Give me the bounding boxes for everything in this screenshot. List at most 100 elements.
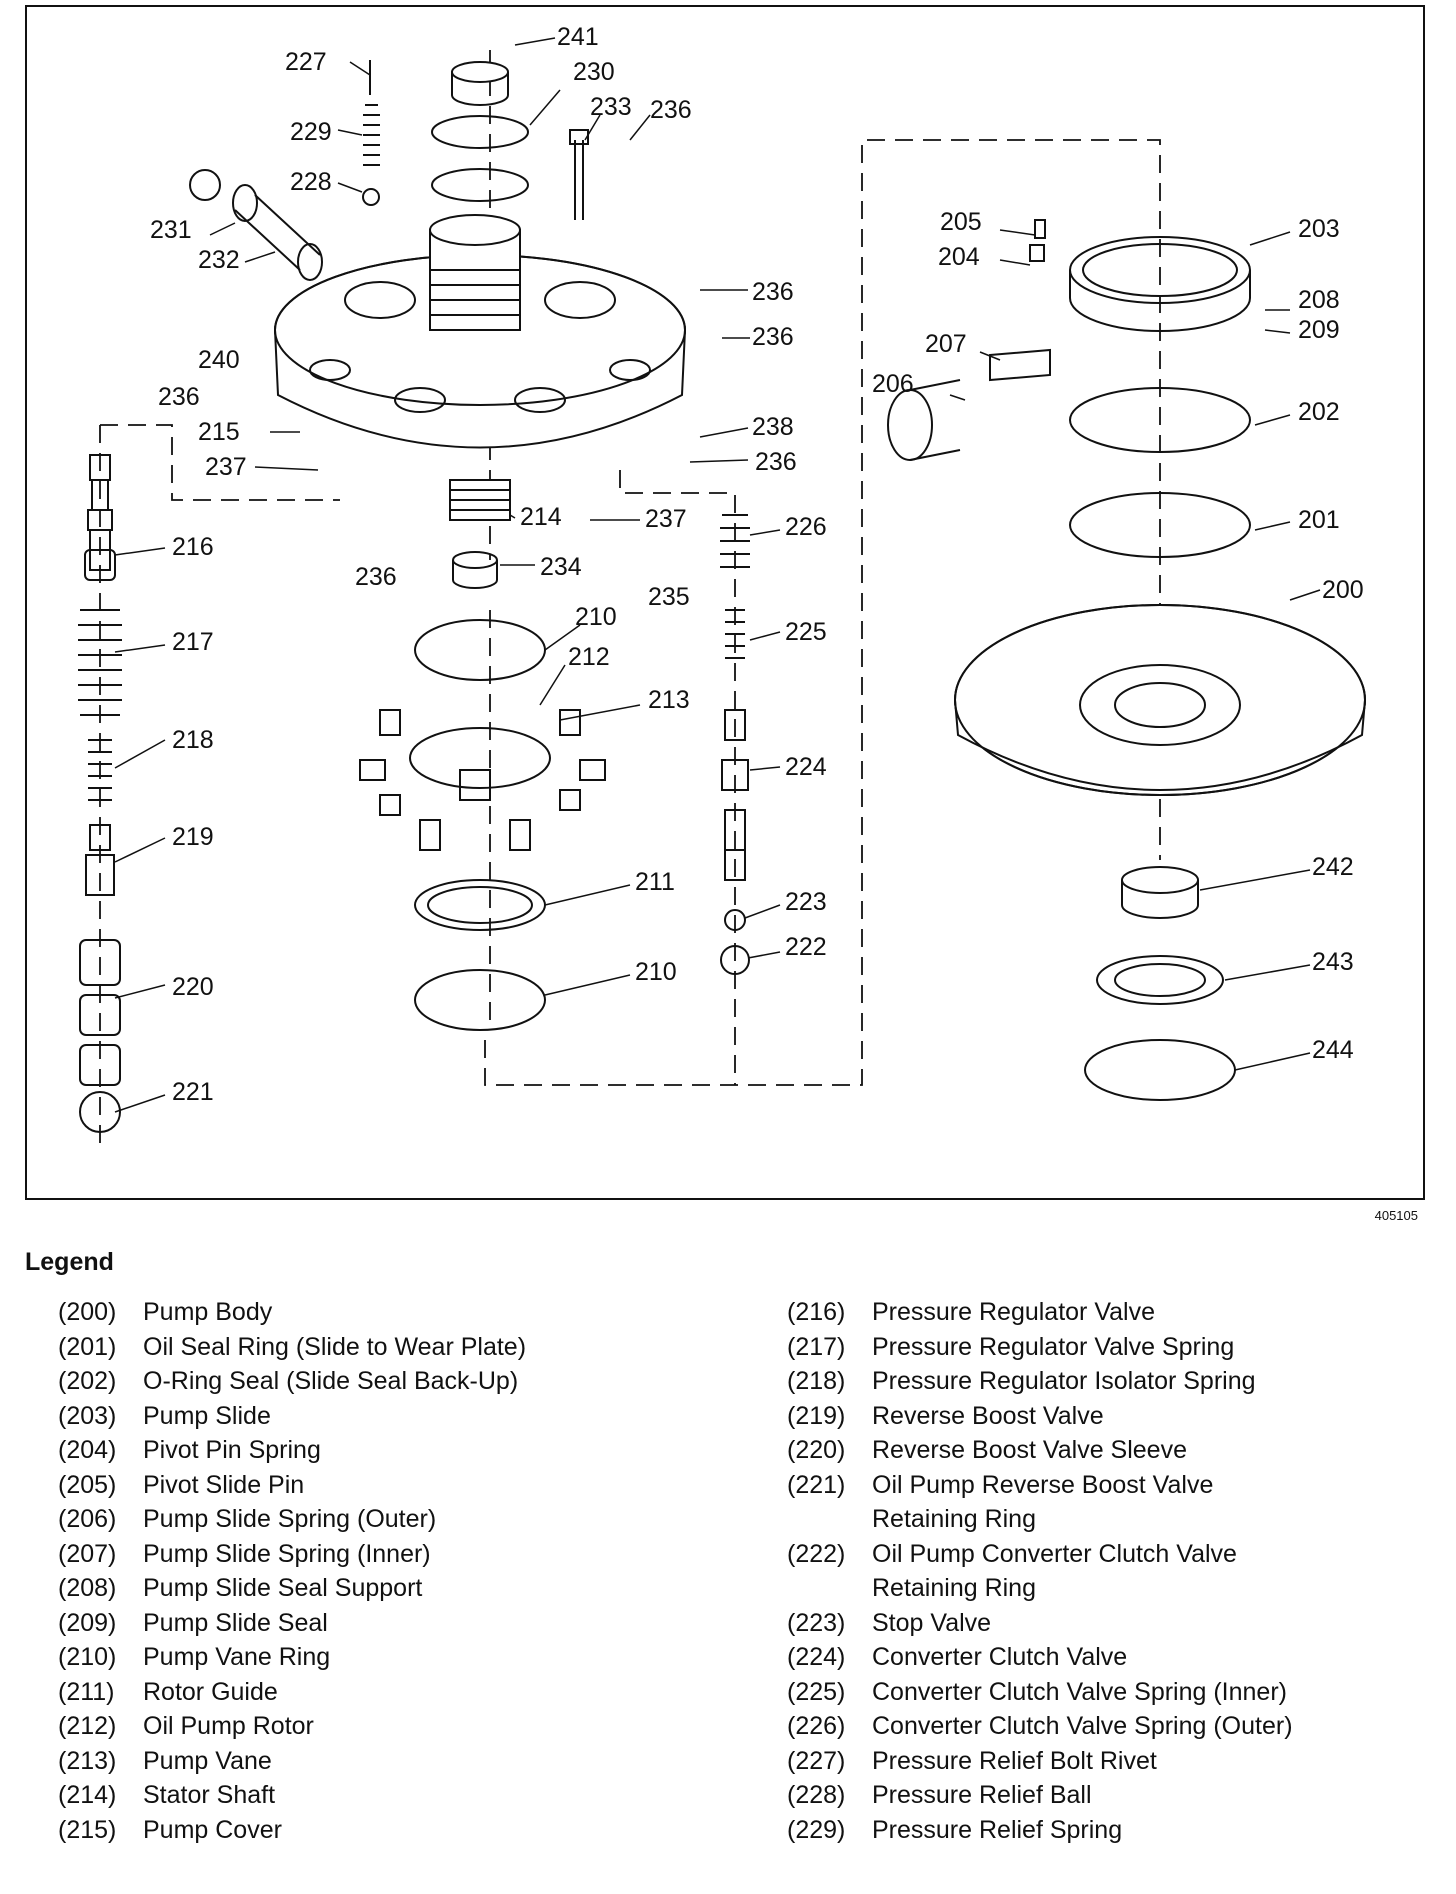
legend-num: (222) — [787, 1539, 846, 1568]
legend-text-line: Oil Pump Reverse Boost Valve — [872, 1470, 1214, 1499]
legend-text: Pressure Relief Bolt Rivet — [872, 1746, 1157, 1775]
callout-210: 210 — [575, 603, 617, 631]
legend-item: (208)Pump Slide Seal Support — [58, 1571, 748, 1606]
legend-text: Pump Vane Ring — [143, 1643, 331, 1671]
callout-217: 217 — [172, 628, 214, 656]
callout-226: 226 — [785, 513, 827, 541]
callout-201: 201 — [1298, 506, 1340, 534]
legend-num: (223) — [787, 1608, 846, 1637]
callout-200: 200 — [1322, 576, 1364, 604]
legend-num: (208) — [58, 1574, 117, 1602]
legend-text: Pump Slide — [143, 1401, 271, 1430]
callout-242: 242 — [1312, 853, 1354, 881]
legend-item: (224)Converter Clutch Valve — [787, 1640, 1427, 1675]
legend-num: (218) — [787, 1367, 846, 1395]
callout-236: 236 — [752, 278, 794, 306]
legend-item: (204) Pivot Pin Spring — [58, 1433, 748, 1468]
legend-text: Pressure Regulator Valve — [872, 1298, 1156, 1326]
legend-item: (214)Stator Shaft — [58, 1778, 748, 1813]
legend-num: (205) — [58, 1470, 117, 1499]
pump-slide-203 — [887, 219, 1251, 461]
legend-text: Stop Valve — [872, 1608, 992, 1637]
legend-num: (217) — [787, 1332, 846, 1361]
legend-text: Stator Shaft — [143, 1781, 276, 1809]
callout-209: 209 — [1298, 316, 1340, 344]
callout-241: 241 — [557, 23, 599, 51]
callout-238: 238 — [752, 413, 794, 441]
leader-lines — [114, 37, 1321, 1113]
legend-text-line: Oil Pump Converter Clutch Valve — [872, 1539, 1237, 1568]
legend-text: Pivot Pin Spring — [143, 1436, 321, 1464]
callout-234: 234 — [540, 553, 582, 581]
callout-221: 221 — [172, 1078, 214, 1106]
legend-num: (207) — [58, 1539, 117, 1568]
legend-right-column: (216) Pressure Regulator Valve (217) Press… — [787, 1295, 1427, 1847]
callout-208: 208 — [1298, 286, 1340, 314]
callout-227: 227 — [285, 48, 327, 76]
legend-item: (227) Pressure Relief Bolt Rivet — [787, 1744, 1427, 1779]
legend-item: (226)Converter Clutch Valve Spring (Oute… — [787, 1709, 1427, 1744]
legend-text: Reverse Boost Valve — [872, 1401, 1104, 1430]
callout-218: 218 — [172, 726, 214, 754]
callout-236: 236 — [355, 563, 397, 591]
legend-text: Pump Vane — [143, 1746, 272, 1775]
legend-text: Converter Clutch Valve Spring (Inner) — [872, 1677, 1287, 1706]
callout-204: 204 — [938, 243, 980, 271]
legend-title: Legend — [25, 1248, 114, 1276]
legend-text: Pump Cover — [143, 1815, 282, 1844]
bottom-right-parts — [1084, 866, 1236, 1101]
legend-left-column: (200)Pump Body (201)Oil Seal Ring (Slide… — [58, 1295, 748, 1847]
callout-210: 210 — [635, 958, 677, 986]
callout-212: 212 — [568, 643, 610, 671]
legend-item: (210) Pump Vane Ring — [58, 1640, 748, 1675]
legend-num: (227) — [787, 1746, 846, 1775]
legend-num: (201) — [58, 1332, 117, 1361]
callout-233: 233 — [590, 93, 632, 121]
legend-num: (213) — [58, 1746, 117, 1775]
legend-item: (218)Pressure Regulator Isolator Spring — [787, 1364, 1427, 1399]
oil-seal-ring-201 — [1069, 492, 1251, 558]
callout-219: 219 — [172, 823, 214, 851]
legend-num: (204) — [58, 1436, 117, 1464]
callout-202: 202 — [1298, 398, 1340, 426]
legend-num: (224) — [787, 1643, 846, 1671]
legend-num: (225) — [787, 1677, 846, 1706]
callout-240: 240 — [198, 346, 240, 374]
legend-num: (216) — [787, 1298, 846, 1326]
top-parts — [189, 60, 589, 281]
callout-237: 237 — [205, 453, 247, 481]
callout-207: 207 — [925, 330, 967, 358]
legend-item: (225) Converter Clutch Valve Spring (Inne… — [787, 1675, 1427, 1710]
callout-222: 222 — [785, 933, 827, 961]
legend-num: (215) — [58, 1815, 117, 1844]
legend-text: Converter Clutch Valve Spring (Outer) — [872, 1712, 1293, 1740]
legend-text: Pressure Relief Spring — [872, 1815, 1123, 1844]
legend-text: Oil Pump Rotor — [143, 1712, 314, 1740]
callout-228: 228 — [290, 168, 332, 196]
callout-213: 213 — [648, 686, 690, 714]
legend-item: (201) Oil Seal Ring (Slide to Wear Plate) — [58, 1330, 748, 1365]
legend-num: (211) — [58, 1677, 115, 1706]
legend-item: (220)Reverse Boost Valve Sleeve — [787, 1433, 1427, 1468]
legend-text: Oil Seal Ring (Slide to Wear Plate) — [143, 1332, 527, 1361]
callout-203: 203 — [1298, 215, 1340, 243]
callout-229: 229 — [290, 118, 332, 146]
legend-text: Pressure Regulator Valve Spring — [872, 1332, 1235, 1361]
legend-item: (219)Reverse Boost Valve — [787, 1399, 1427, 1434]
o-ring-seal-202 — [1069, 387, 1251, 453]
legend-item: (206)Pump Slide Spring (Outer) — [58, 1502, 748, 1537]
assembly-lines — [99, 50, 1161, 1150]
legend-item: (228)Pressure Relief Ball — [787, 1778, 1427, 1813]
legend-num: (210) — [58, 1643, 117, 1671]
legend-item: (212)Oil Pump Rotor — [58, 1709, 748, 1744]
legend-num: (221) — [787, 1470, 846, 1499]
callout-230: 230 — [573, 58, 615, 86]
legend-text: O-Ring Seal (Slide Seal Back-Up) — [143, 1367, 519, 1395]
callout-237: 237 — [645, 505, 687, 533]
legend-item: (215) Pump Cover — [58, 1813, 748, 1848]
